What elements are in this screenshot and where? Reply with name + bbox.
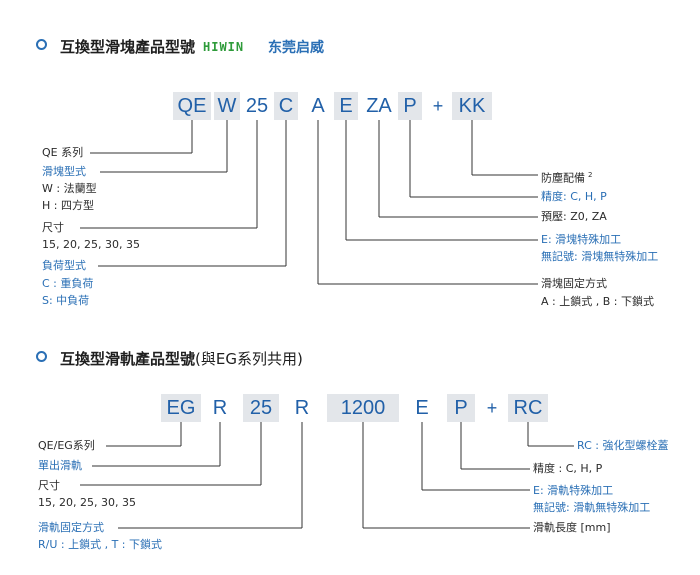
code-plus: + <box>432 96 444 116</box>
code-a: A <box>311 95 325 117</box>
section2-title-suffix: (與EG系列共用) <box>195 350 303 368</box>
label-block-w: W : 法蘭型 <box>42 182 97 195</box>
section2-title: 互換型滑軌產品型號(與EG系列共用) <box>60 350 303 368</box>
label-rail-fix: 滑軌固定方式 <box>38 521 104 534</box>
label-load-type: 負荷型式 <box>42 259 86 272</box>
section2-bullet-icon <box>36 351 47 362</box>
brand-logo: HIWIN <box>203 40 245 54</box>
label-rail-fix-values: R/U : 上鎖式 , T : 下鎖式 <box>38 538 163 551</box>
label-single-rail: 單出滑軌 <box>38 459 82 472</box>
code-qe: QE <box>173 92 211 120</box>
label-load-s: S: 中負荷 <box>42 294 90 307</box>
code-1200: 1200 <box>327 394 399 422</box>
label-block-type: 滑塊型式 <box>42 165 86 178</box>
label-load-c: C : 重負荷 <box>42 277 94 290</box>
label-size-values: 15, 20, 25, 30, 35 <box>42 238 140 251</box>
label-no-mark: 無記號: 滑塊無特殊加工 <box>541 250 659 263</box>
label-dust-sup: 2 <box>588 171 593 179</box>
label-e-special: E: 滑塊特殊加工 <box>541 233 622 246</box>
label-rc: RC : 強化型螺栓蓋 <box>577 439 669 452</box>
label-block-fix-values: A : 上鎖式 , B : 下鎖式 <box>541 295 654 308</box>
code-25b: 25 <box>243 394 279 422</box>
label-rail-length: 滑軌長度 [mm] <box>533 521 611 534</box>
code-c: C <box>274 92 298 120</box>
company-name: 东莞启威 <box>268 40 324 56</box>
label-rail-size: 尺寸 <box>38 479 60 492</box>
code-r2: R <box>294 397 310 419</box>
label-precision: 精度: C, H, P <box>541 190 607 203</box>
label-rail-no-mark: 無記號: 滑軌無特殊加工 <box>533 501 651 514</box>
code-e2: E <box>415 397 429 419</box>
code-p: P <box>398 92 422 120</box>
label-qe-series: QE 系列 <box>42 146 84 159</box>
label-rail-precision: 精度 : C, H, P <box>533 462 603 475</box>
code-kk: KK <box>452 92 492 120</box>
code-p2: P <box>447 394 475 422</box>
label-preload: 預壓: Z0, ZA <box>541 210 607 223</box>
code-r1: R <box>212 397 228 419</box>
code-w: W <box>214 92 240 120</box>
code-rc: RC <box>508 394 548 422</box>
label-qe-eg-series: QE/EG系列 <box>38 439 95 452</box>
code-za: ZA <box>366 95 392 117</box>
code-plus2: + <box>486 398 498 418</box>
section1-title: 互換型滑塊產品型號 <box>60 38 196 56</box>
label-size: 尺寸 <box>42 221 64 234</box>
label-block-fix: 滑塊固定方式 <box>541 277 607 290</box>
label-block-h: H : 四方型 <box>42 199 94 212</box>
code-eg: EG <box>161 394 201 422</box>
section1-bullet-icon <box>36 39 47 50</box>
code-25: 25 <box>245 95 269 117</box>
code-e: E <box>334 92 358 120</box>
label-rail-e-special: E: 滑軌特殊加工 <box>533 484 614 497</box>
label-rail-size-values: 15, 20, 25, 30, 35 <box>38 496 136 509</box>
